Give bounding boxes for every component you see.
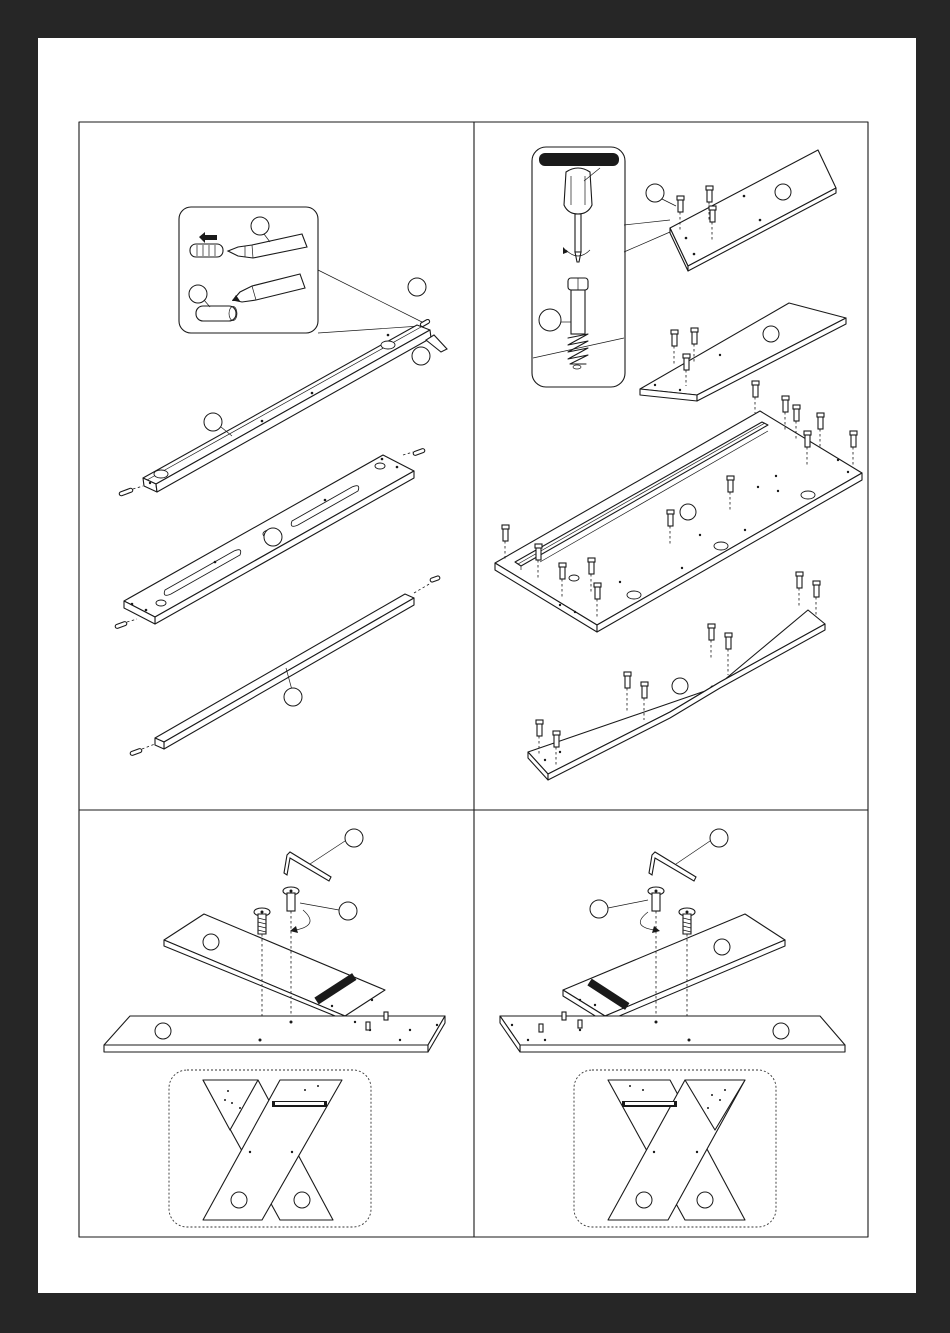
- hex-key-icon-2: [649, 852, 696, 881]
- panel-top-left: [115, 207, 447, 756]
- x-leg-preview-right: [574, 1070, 776, 1227]
- board-side-middle: [640, 303, 846, 401]
- assembly-drawing: [38, 38, 916, 1293]
- callout-cam-bolt-upper: [646, 184, 664, 202]
- dowel-icon-2: [196, 306, 237, 321]
- callout-hex-key: [345, 829, 363, 847]
- panel-bottom-left: [104, 829, 445, 1227]
- rotation-arrow-icon-2: [640, 912, 654, 930]
- callout-glue: [251, 217, 269, 235]
- glue-detail-inset: [179, 207, 318, 333]
- leg-board-upper-left: [164, 914, 385, 1020]
- screwdriver-icon: [563, 168, 592, 262]
- callout-slotted-plate: [264, 528, 282, 546]
- dowel-icon: [190, 244, 223, 257]
- leg-board-upper-right: [563, 914, 785, 1022]
- rotation-arrow-icon: [296, 910, 310, 930]
- tool-label-bar: [539, 153, 619, 166]
- bolt-icon: [254, 887, 299, 934]
- panel-top-right: [495, 147, 862, 780]
- callout-dowel-end: [408, 278, 426, 296]
- callout-bolt: [339, 902, 357, 920]
- callout-board-top-rail: [204, 413, 222, 431]
- callout-glue-end: [412, 347, 430, 365]
- board-bottom-rail: [528, 610, 825, 780]
- callout-bolt-2: [590, 900, 608, 918]
- direction-arrow-icon: [199, 232, 217, 243]
- hex-key-icon: [284, 852, 331, 881]
- callout-cam-bolt: [539, 309, 561, 331]
- cam-bolt-icon: [568, 278, 588, 364]
- board-side-upper: [670, 150, 836, 271]
- x-leg-preview-left: [169, 1070, 371, 1227]
- instruction-sheet: [38, 38, 916, 1293]
- leg-board-lower-left: [104, 1012, 445, 1052]
- screwdriver-inset: [532, 147, 625, 387]
- callout-hex-key-2: [710, 829, 728, 847]
- glue-bottle-icon: [228, 234, 307, 258]
- leg-board-lower-right: [500, 1012, 845, 1052]
- glue-bottle-icon-2: [232, 274, 305, 302]
- panel-bottom-right: [500, 829, 845, 1227]
- callout-thin-rail: [284, 688, 302, 706]
